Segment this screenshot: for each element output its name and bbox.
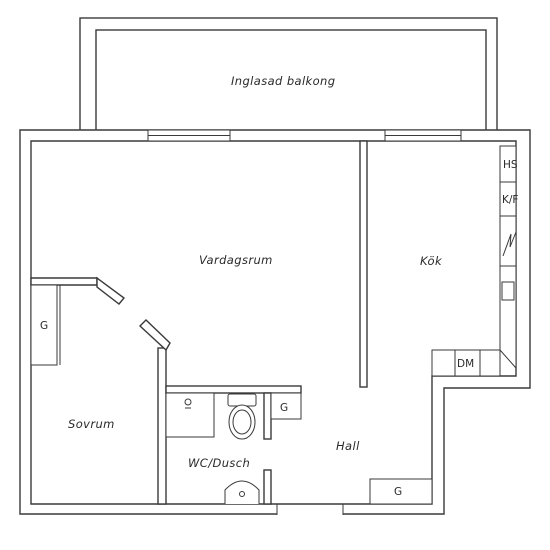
balcony-label: Inglasad balkong [231, 74, 335, 88]
entry [276, 504, 344, 515]
wardrobe-bath [270, 392, 302, 420]
bathroom-fixtures [165, 392, 260, 504]
balcony-inner-wall [95, 29, 487, 133]
wardrobe-hall [369, 478, 433, 505]
kitchen-counter [499, 265, 517, 370]
outer-walls [19, 129, 531, 515]
living-kitchen-wall [359, 140, 368, 388]
dm-box [431, 349, 501, 377]
kitchen-fixtures: HS K/F DM [431, 145, 518, 377]
toilet-tank [227, 393, 257, 407]
wardrobe-bedroom-label: G [40, 320, 48, 332]
bedroom-wardrobe: G [30, 284, 61, 366]
kf-label: K/F [502, 194, 518, 206]
hall-wardrobe: G [369, 478, 433, 505]
bedroom-angled-wall [96, 276, 126, 305]
shower-drain-icon [184, 398, 192, 406]
dm-label: DM [457, 358, 474, 370]
hall-label: Hall [336, 439, 360, 453]
bathroom-right-wall-upper [263, 392, 272, 440]
windows [147, 129, 462, 142]
kitchen-label: Kök [420, 254, 443, 268]
stove-symbol [502, 231, 517, 257]
room-labels: Inglasad balkong Vardagsrum Kök Sovrum W… [68, 74, 443, 470]
bedroom-label: Sovrum [68, 417, 115, 431]
hs-label: HS [503, 159, 518, 171]
interior-walls [30, 140, 368, 505]
bedroom-door-jamb [138, 319, 171, 352]
bedroom-top-wall [30, 277, 98, 286]
bedroom-right-wall [157, 347, 167, 505]
bathroom-top-wall [165, 385, 302, 394]
entry-door-gap [277, 505, 343, 515]
living-room-label: Vardagsrum [199, 253, 273, 267]
bathroom-label: WC/Dusch [188, 456, 250, 470]
bathroom-right-wall-lower [263, 469, 272, 505]
balcony [79, 17, 498, 133]
bath-wardrobe: G [270, 392, 302, 420]
wardrobe-bath-label: G [280, 402, 288, 414]
kitchen-sink [501, 281, 515, 301]
wardrobe-hall-label: G [394, 486, 402, 498]
